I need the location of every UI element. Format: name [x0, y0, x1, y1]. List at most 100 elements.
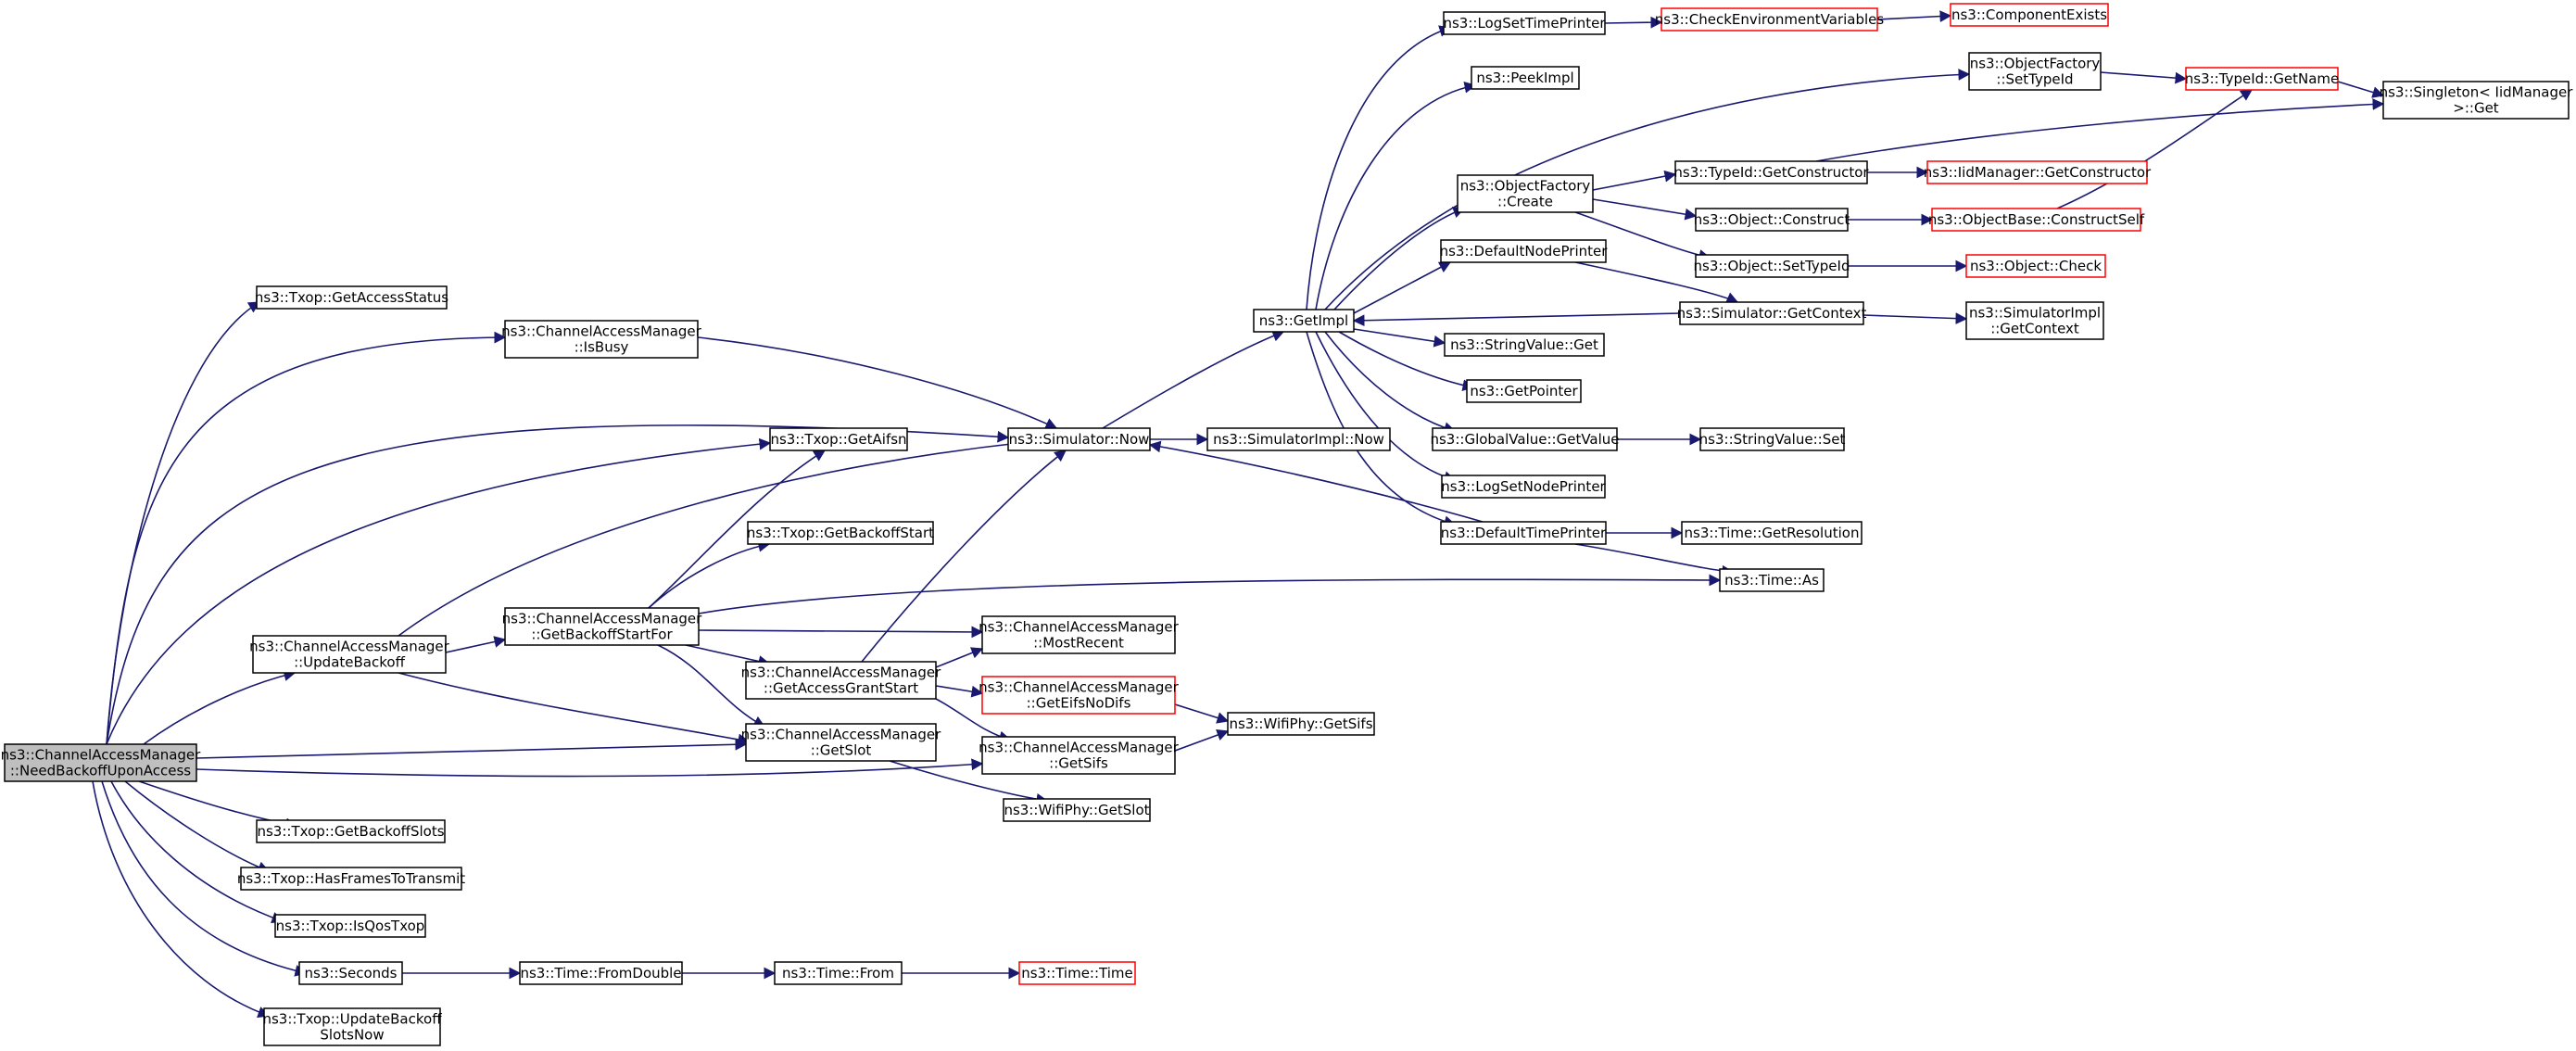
node-globalValueGetValue[interactable]: ns3::GlobalValue::GetValue: [1430, 427, 1620, 451]
node-objBaseConstructSelf[interactable]: ns3::ObjectBase::ConstructSelf: [1928, 208, 2145, 232]
edge-getImpl-to-defaultNodePrinter: [1353, 261, 1452, 314]
node-label: ns3::SimulatorImpl::Now: [1213, 431, 1384, 448]
node-wifiGetSifs[interactable]: ns3::WifiPhy::GetSifs: [1227, 712, 1375, 736]
node-box: [774, 961, 903, 985]
node-getEifsNoDifs[interactable]: ns3::ChannelAccessManager::GetEifsNoDifs: [979, 676, 1180, 715]
node-label: ns3::TypeId::GetName: [2185, 70, 2339, 87]
node-getBackoffStart[interactable]: ns3::Txop::GetBackoffStart: [747, 521, 934, 545]
node-label: ns3::Txop::HasFramesToTransmit: [237, 870, 465, 887]
edge-defaultNodePrinter-to-simGetContext: [1574, 261, 1739, 304]
node-getPointer[interactable]: ns3::GetPointer: [1466, 379, 1582, 403]
node-label: ns3::Time::From: [782, 965, 894, 981]
node-isQos[interactable]: ns3::Txop::IsQosTxop: [274, 914, 426, 938]
node-defaultNodePrinter[interactable]: ns3::DefaultNodePrinter: [1440, 239, 1609, 263]
node-hasFrames[interactable]: ns3::Txop::HasFramesToTransmit: [237, 867, 465, 891]
node-label: ns3::Time::GetResolution: [1685, 525, 1860, 541]
node-getAifsn[interactable]: ns3::Txop::GetAifsn: [769, 427, 908, 451]
node-getSlot[interactable]: ns3::ChannelAccessManager::GetSlot: [741, 723, 941, 762]
node-getBackoffSlots[interactable]: ns3::Txop::GetBackoffSlots: [256, 819, 446, 843]
edge-updateBackoff-to-simNow: [398, 437, 1021, 637]
node-stringValueSet[interactable]: ns3::StringValue::Set: [1699, 427, 1846, 451]
node-peekImpl[interactable]: ns3::PeekImpl: [1471, 66, 1580, 90]
node-label: ns3::Seconds: [305, 965, 398, 981]
edge-isBusy-to-simNow: [697, 336, 1058, 429]
node-root[interactable]: ns3::ChannelAccessManager::NeedBackoffUp…: [1, 743, 201, 782]
node-box: [1466, 379, 1582, 403]
node-seconds[interactable]: ns3::Seconds: [298, 961, 403, 985]
node-getSifs[interactable]: ns3::ChannelAccessManager::GetSifs: [979, 736, 1180, 775]
node-label: ns3::Txop::IsQosTxop: [276, 918, 425, 934]
edge-getImpl-to-logSetNodePrinter: [1315, 331, 1457, 483]
node-objSetTypeId[interactable]: ns3::Object::SetTypeId: [1694, 254, 1850, 278]
node-simGetContext[interactable]: ns3::Simulator::GetContext: [1677, 301, 1867, 325]
node-ofCreate[interactable]: ns3::ObjectFactory::Create: [1457, 174, 1594, 213]
edge-getImpl-to-defaultTimePrinter: [1306, 331, 1457, 527]
node-defaultTimePrinter[interactable]: ns3::DefaultTimePrinter: [1440, 521, 1607, 545]
node-componentExists[interactable]: ns3::ComponentExists: [1950, 3, 2109, 27]
node-label: ns3::ChannelAccessManager: [501, 323, 701, 340]
node-getAccessGrantStart[interactable]: ns3::ChannelAccessManager::GetAccessGran…: [741, 661, 941, 700]
node-timeGetResolution[interactable]: ns3::Time::GetResolution: [1681, 521, 1863, 545]
node-simImplGetContext[interactable]: ns3::SimulatorImpl::GetContext: [1965, 301, 2104, 340]
node-box: [1440, 521, 1607, 545]
node-label: ns3::SimulatorImpl: [1969, 305, 2101, 322]
edge-typeIdGetName-to-singletonGet: [2337, 81, 2385, 98]
node-logSetNodePrinter[interactable]: ns3::LogSetNodePrinter: [1441, 475, 1607, 499]
node-wifiGetSlot[interactable]: ns3::WifiPhy::GetSlot: [1003, 798, 1151, 822]
node-box: [1695, 254, 1849, 278]
node-label: ns3::ObjectFactory: [1970, 56, 2101, 72]
node-simNow[interactable]: ns3::Simulator::Now: [1007, 427, 1151, 451]
node-logSetTimePrinter[interactable]: ns3::LogSetTimePrinter: [1443, 11, 1606, 35]
node-fromDouble[interactable]: ns3::Time::FromDouble: [519, 961, 683, 985]
node-label: ns3::DefaultNodePrinter: [1440, 243, 1609, 260]
node-iidGetCtor[interactable]: ns3::IidManager::GetConstructor: [1924, 160, 2152, 184]
node-updateBackoff[interactable]: ns3::ChannelAccessManager::UpdateBackoff: [249, 635, 450, 674]
node-getImpl[interactable]: ns3::GetImpl: [1253, 309, 1355, 333]
node-label: ns3::GlobalValue::GetValue: [1430, 431, 1619, 448]
node-getAccessStatus[interactable]: ns3::Txop::GetAccessStatus: [255, 285, 448, 310]
node-label: ns3::ObjectFactory: [1460, 178, 1591, 195]
edge-root-to-updateBackoff: [143, 669, 297, 745]
node-simImplNow[interactable]: ns3::SimulatorImpl::Now: [1206, 427, 1391, 451]
node-ofSetTypeId[interactable]: ns3::ObjectFactory::SetTypeId: [1968, 52, 2102, 91]
node-label: ns3::GetImpl: [1259, 312, 1348, 329]
node-objCheck[interactable]: ns3::Object::Check: [1965, 254, 2106, 278]
node-label: ns3::Singleton< IidManager: [2380, 84, 2574, 101]
edge-getAccessGrantStart-to-getEifsNoDifs: [935, 685, 984, 698]
edge-getBackoffStartFor-to-getAifsn: [648, 450, 827, 609]
edge-ofSetTypeId-to-typeIdGetName: [2100, 71, 2188, 84]
edge-root-to-updateBackoffSlotsNow: [92, 780, 271, 1019]
node-box: [1432, 427, 1618, 451]
node-label: ns3::ChannelAccessManager: [741, 665, 941, 681]
node-typeIdGetName[interactable]: ns3::TypeId::GetName: [2185, 67, 2339, 91]
node-label: ns3::Txop::GetBackoffStart: [747, 525, 934, 541]
node-timeAs[interactable]: ns3::Time::As: [1719, 568, 1825, 592]
edge-root-to-hasFrames: [124, 780, 271, 873]
node-checkEnv[interactable]: ns3::CheckEnvironmentVariables: [1655, 7, 1885, 32]
edge-getBackoffStartFor-to-getBackoffStart: [648, 539, 771, 609]
node-stringValueGet[interactable]: ns3::StringValue::Get: [1444, 333, 1605, 357]
node-box: [2185, 67, 2339, 91]
node-label: ns3::Txop::UpdateBackoff: [262, 1011, 442, 1028]
node-singletonGet[interactable]: ns3::Singleton< IidManager >::Get: [2380, 81, 2574, 120]
node-box: [1457, 174, 1594, 213]
node-timeFrom[interactable]: ns3::Time::From: [774, 961, 903, 985]
node-box: [1227, 712, 1375, 736]
node-getBackoffStartFor[interactable]: ns3::ChannelAccessManager::GetBackoffSta…: [502, 607, 702, 646]
edge-root-to-getSifs: [196, 758, 984, 778]
node-typeIdGetCtor[interactable]: ns3::TypeId::GetConstructor: [1673, 160, 1869, 184]
edge-getImpl-to-ofSetTypeId: [1324, 69, 1971, 310]
node-isBusy[interactable]: ns3::ChannelAccessManager::IsBusy: [501, 320, 702, 359]
edge-ofCreate-to-typeIdGetCtor: [1592, 170, 1677, 191]
node-mostRecent[interactable]: ns3::ChannelAccessManager::MostRecent: [979, 615, 1180, 654]
node-box: [504, 320, 699, 359]
node-label: ::GetContext: [1990, 321, 2079, 337]
edge-getImpl-to-stringValueGet: [1353, 328, 1446, 348]
node-timeTime[interactable]: ns3::Time::Time: [1018, 961, 1136, 985]
node-box: [274, 914, 426, 938]
edge-getImpl-to-peekImpl: [1315, 81, 1477, 310]
node-objConstruct[interactable]: ns3::Object::Construct: [1694, 208, 1850, 232]
node-label: ns3::WifiPhy::GetSifs: [1229, 715, 1372, 732]
call-edges: [92, 10, 2385, 1019]
